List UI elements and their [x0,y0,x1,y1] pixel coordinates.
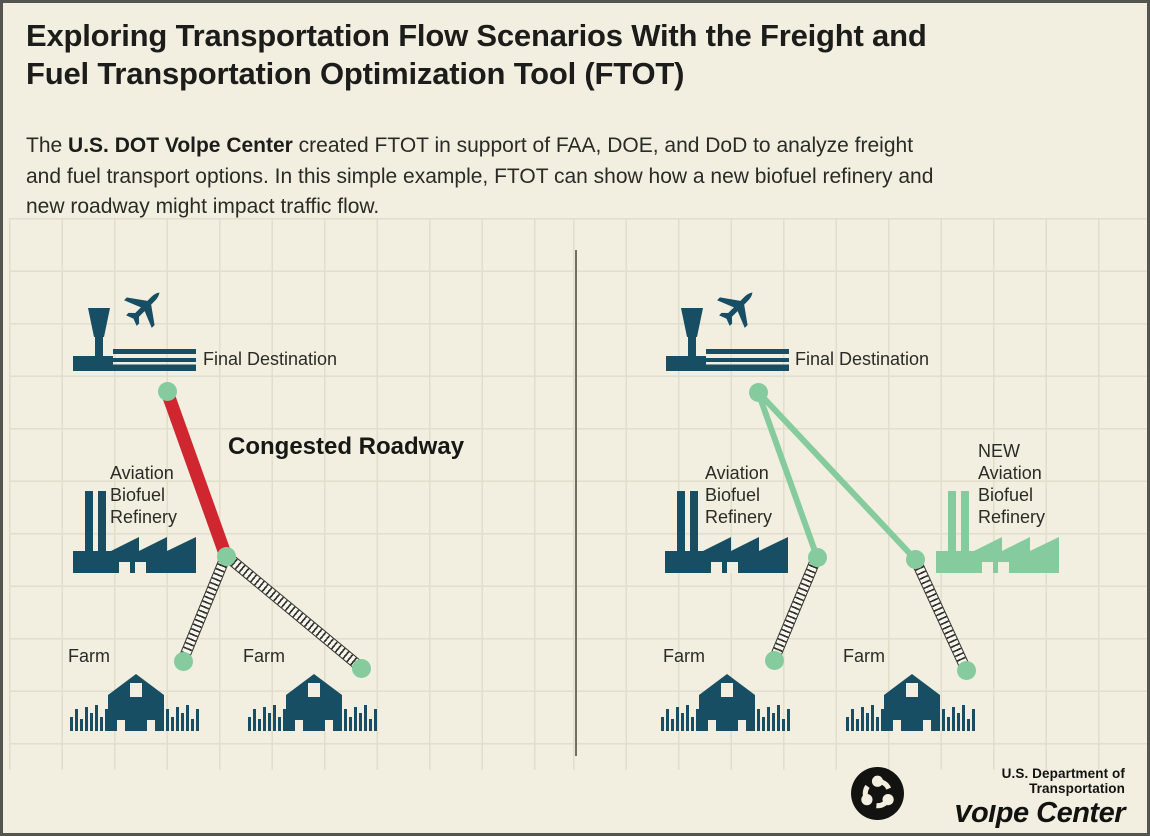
new-refinery-node [905,549,925,569]
right-panel-grid [573,218,1147,770]
right-final-destination-label: Final Destination [795,349,930,369]
right-refinery-node [807,547,827,567]
right-refinery-label-line3: Refinery [705,507,773,527]
intro-line1-post: created FTOT in support of FAA, DOE, and… [292,134,914,157]
left-barn2-icon [248,674,377,731]
left-final-destination-label: Final Destination [203,349,338,369]
intro-line1: The U.S. DOT Volpe Center created FTOT i… [26,131,933,162]
right-barn2-icon [846,674,975,731]
volpe-logo-slash [906,801,1010,805]
right-airport-icon [666,308,789,371]
right-refinery-label-line1: Aviation [705,463,769,483]
page-title: Exploring Transportation Flow Scenarios … [26,17,927,93]
right-refinery-icon [665,491,788,573]
left-farm1-node [173,651,193,671]
footer-center-word: Center [1028,797,1125,829]
right-refinery-label: Aviation Biofuel Refinery [705,462,772,528]
congested-roadway-label: Congested Roadway [228,433,465,460]
intro-line2: and fuel transport options. In this simp… [26,164,934,188]
right-airplane-icon [717,292,753,328]
panel-divider [575,250,577,756]
right-destination-node [748,382,768,402]
right-refinery-label-line2: Biofuel [705,485,761,505]
intro-line1-pre: The [26,134,69,157]
left-farm1-label: Farm [68,646,110,666]
left-barn1-icon [70,674,199,731]
right-farm1-label: Farm [663,646,705,666]
footer-agency-name: U.S. Department of Transportation [1001,766,1125,796]
footer-logo-text: U.S. Department of Transportation Volpe … [905,766,1125,830]
new-refinery-label-line3: Biofuel [978,485,1034,505]
new-refinery-label-line4: Refinery [978,507,1046,527]
intro-paragraph: The U.S. DOT Volpe Center created FTOT i… [26,131,933,223]
left-refinery-node [216,546,236,566]
right-barn1-icon [661,674,790,731]
page-title-line1: Exploring Transportation Flow Scenarios … [26,18,927,53]
new-refinery-label: NEW Aviation Biofuel Refinery [978,440,1045,528]
new-refinery-label-line1: NEW [978,441,1020,461]
left-refinery-label-line1: Aviation [110,463,174,483]
left-refinery-label: Aviation Biofuel Refinery [110,462,177,528]
left-farm2-node [351,658,371,678]
right-farm1-node [764,650,784,670]
right-farm2-node [956,660,976,680]
usdot-triskelion-icon [851,767,904,820]
left-refinery-label-line3: Refinery [110,507,178,527]
intro-line1-bold: U.S. DOT Volpe Center [68,134,293,157]
left-farm2-label: Farm [243,646,285,666]
airport-icon [73,308,196,371]
new-refinery-label-line2: Aviation [978,463,1042,483]
right-farm2-label: Farm [843,646,885,666]
left-refinery-label-line2: Biofuel [110,485,166,505]
airplane-icon [124,292,160,328]
new-refinery-icon [936,491,1059,573]
page-title-line2: Fuel Transportation Optimization Tool (F… [26,56,685,91]
left-destination-node [157,381,177,401]
intro-line3: new roadway might impact traffic flow. [26,195,380,218]
left-refinery-icon [73,491,196,573]
